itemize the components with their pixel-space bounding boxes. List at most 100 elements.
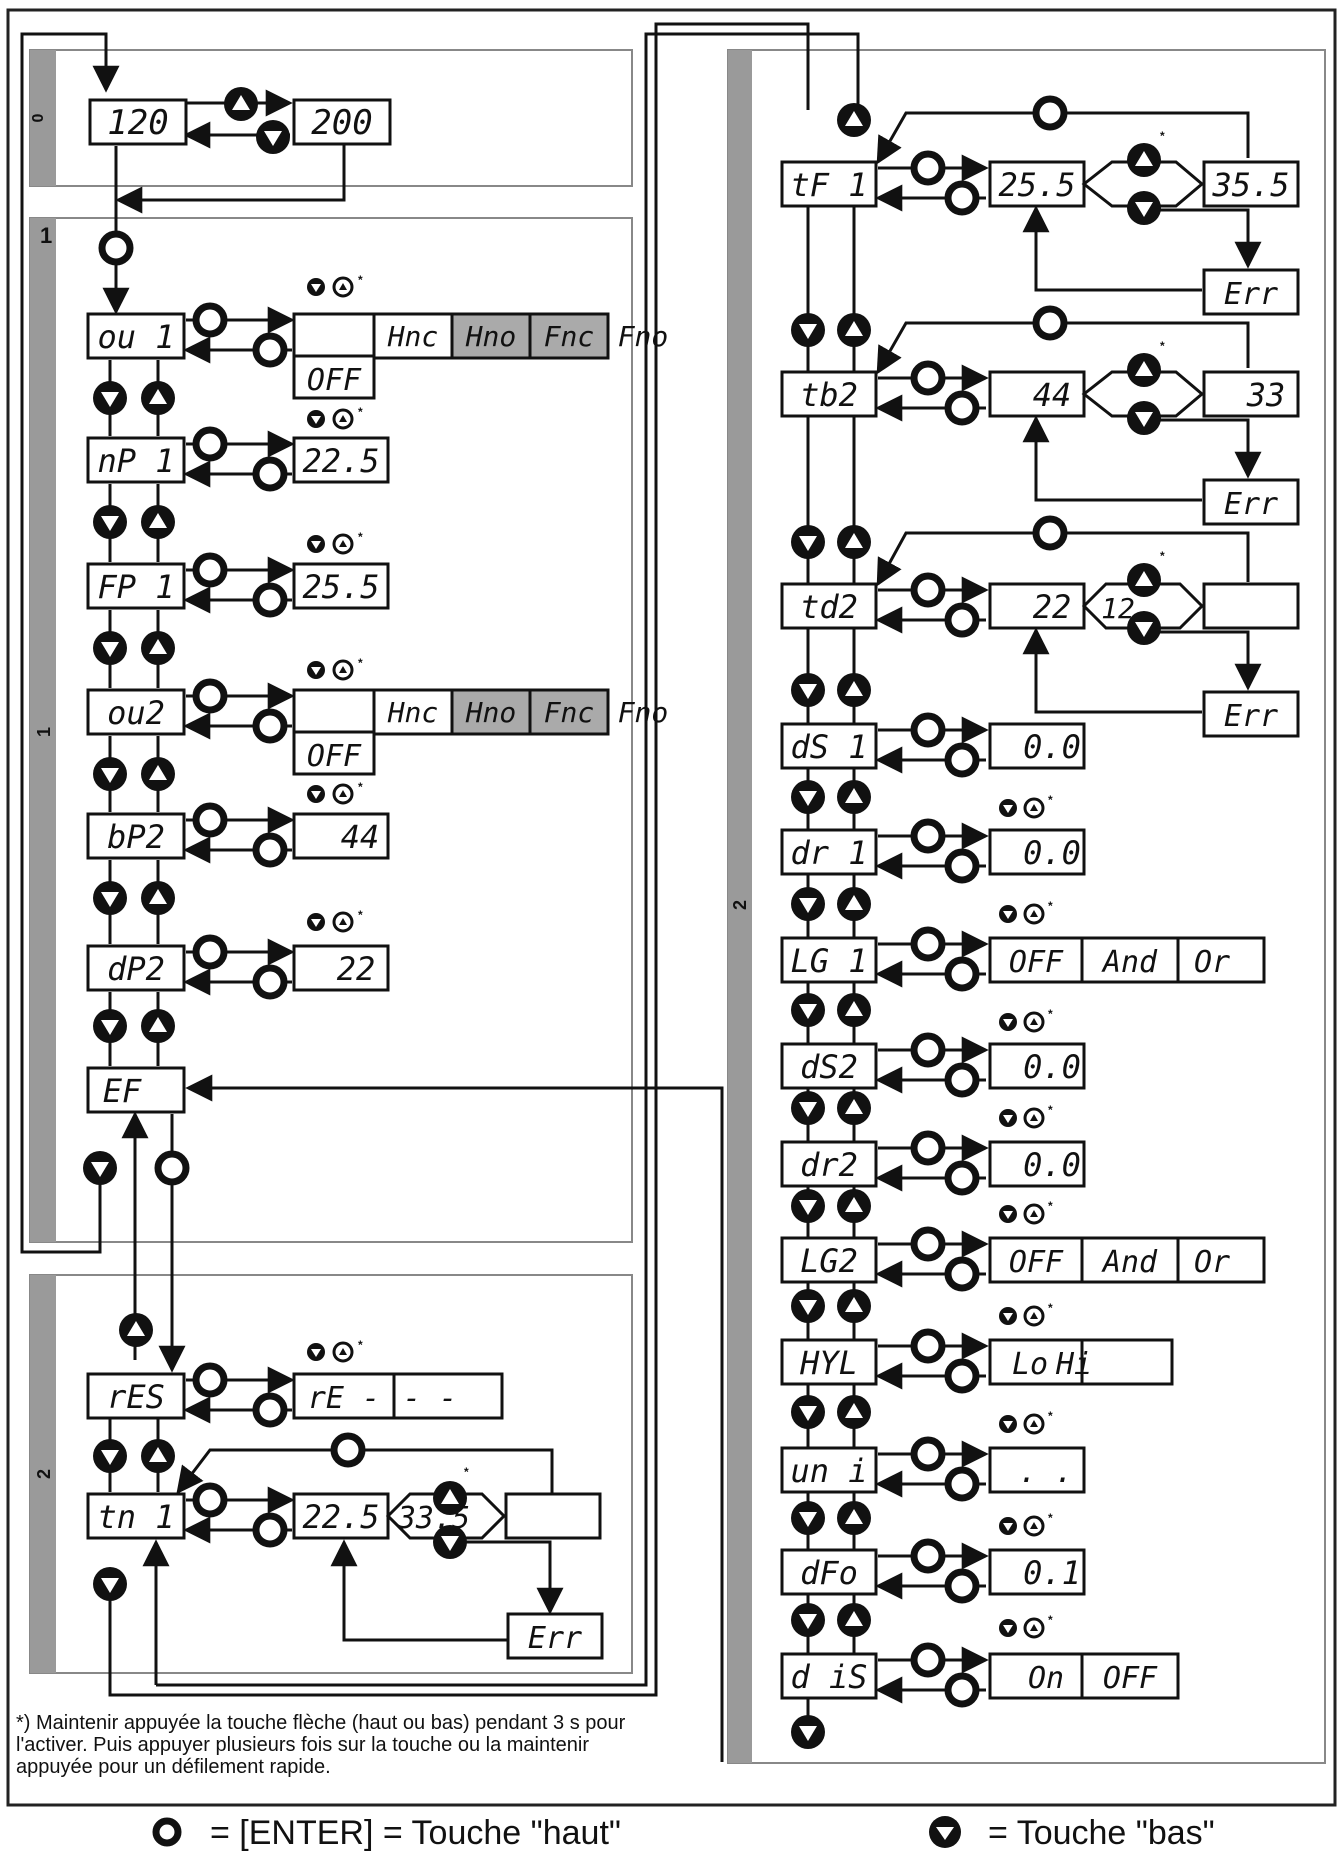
param-ou2[interactable]: [86, 688, 186, 736]
param-np1[interactable]: [86, 436, 186, 484]
ou2-off[interactable]: [292, 730, 376, 776]
dis-off[interactable]: [1080, 1652, 1180, 1700]
svg-text:*: *: [1048, 1103, 1053, 1117]
ou1-opt-fnc[interactable]: [528, 312, 610, 360]
ou1-opt-hnc[interactable]: [372, 312, 454, 360]
param-tb2[interactable]: [780, 370, 878, 418]
tf1-err-text: Err: [1224, 277, 1278, 312]
param-bp2[interactable]: [86, 812, 186, 860]
td2-err[interactable]: [1202, 690, 1300, 738]
param-dis[interactable]: [780, 1652, 878, 1700]
param-bp2-text: bP2: [107, 818, 165, 856]
tb2-err[interactable]: [1202, 478, 1300, 526]
left-flow-lines: [20, 22, 860, 1762]
res-value-2[interactable]: [392, 1372, 504, 1420]
ou2-opt-fnc[interactable]: [528, 688, 610, 736]
bp2-value[interactable]: [292, 812, 390, 860]
param-dfo[interactable]: [780, 1548, 878, 1596]
param-res[interactable]: [86, 1372, 186, 1420]
hyl-lo[interactable]: [988, 1338, 1084, 1386]
bp2-value-text: 44: [341, 818, 380, 856]
dr2-value[interactable]: [988, 1140, 1086, 1188]
tb2-value-1[interactable]: [988, 370, 1086, 418]
dp2-value[interactable]: [292, 944, 390, 992]
param-td2[interactable]: [780, 582, 878, 630]
dp2-value-text: 22: [337, 950, 376, 988]
svg-text:*: *: [358, 908, 363, 922]
param-tn1[interactable]: [86, 1492, 186, 1540]
dr1-value-text: 0.0: [1023, 834, 1081, 872]
lg2-off-text: OFF: [1009, 1245, 1064, 1280]
section-2-right-bar: [728, 50, 752, 1763]
param-ds1-text: dS 1: [790, 728, 867, 766]
ou2-opt-hno[interactable]: [450, 688, 532, 736]
param-uni[interactable]: [780, 1446, 878, 1494]
tf1-err[interactable]: [1202, 268, 1300, 316]
tf1-value-1[interactable]: [988, 160, 1086, 208]
svg-text:*: *: [1048, 1301, 1053, 1315]
outer-frame: [6, 8, 1337, 1807]
lg2-or-text: Or: [1194, 1245, 1230, 1280]
section-2-left-bar: [30, 1275, 56, 1673]
tn1-err[interactable]: [506, 1612, 604, 1660]
svg-text:*: *: [358, 1338, 363, 1352]
tn1-err-text: Err: [528, 1621, 582, 1656]
tf1-value-2-text: 35.5: [1211, 166, 1289, 204]
fp1-value[interactable]: [292, 562, 390, 610]
lg2-off[interactable]: [988, 1236, 1084, 1284]
ou2-opt-hnc-text: Hnc: [387, 696, 439, 729]
lg1-off-text: OFF: [1009, 945, 1064, 980]
tn1-value-1-text: 22.5: [302, 1498, 379, 1536]
display-120-text: 120: [107, 103, 168, 143]
tb2-hex-selector: [1081, 370, 1205, 418]
param-ou1[interactable]: [86, 312, 186, 360]
param-tf1[interactable]: [780, 160, 878, 208]
param-ds1[interactable]: [780, 722, 878, 770]
param-dr2[interactable]: [780, 1140, 878, 1188]
ou2-opt-fnc-text: Fnc: [544, 696, 595, 729]
ou1-opt-hno[interactable]: [450, 312, 532, 360]
res-value-1[interactable]: [292, 1372, 396, 1420]
right-buttons[interactable]: [791, 99, 1161, 1749]
svg-text:*: *: [1048, 1409, 1053, 1423]
uni-value[interactable]: [988, 1446, 1086, 1494]
param-ds2[interactable]: [780, 1042, 878, 1090]
param-hyl[interactable]: [780, 1338, 878, 1386]
display-200[interactable]: [292, 98, 392, 146]
dis-on[interactable]: [988, 1652, 1084, 1700]
svg-text:*: *: [1160, 549, 1165, 563]
lg2-and-text: And: [1101, 1245, 1158, 1280]
lg1-or[interactable]: [1176, 936, 1266, 984]
td2-value-1[interactable]: [988, 582, 1086, 630]
ds2-value[interactable]: [988, 1042, 1086, 1090]
ds1-value[interactable]: [988, 722, 1086, 770]
np1-value[interactable]: [292, 436, 390, 484]
td2-value-3[interactable]: [1202, 582, 1300, 630]
tn1-value-3[interactable]: [504, 1492, 602, 1540]
ou2-off-text: OFF: [307, 739, 362, 774]
hyl-hi[interactable]: [1080, 1338, 1174, 1386]
tb2-value-2[interactable]: [1202, 370, 1300, 418]
td2-hex-selector: [1081, 582, 1205, 630]
param-fp1[interactable]: [86, 562, 186, 610]
svg-text:*: *: [358, 405, 363, 419]
param-ef[interactable]: [86, 1066, 186, 1114]
param-ou2-text: ou2: [107, 694, 165, 732]
param-lg2[interactable]: [780, 1236, 878, 1284]
ou1-off[interactable]: [292, 354, 376, 400]
td2-err-text: Err: [1224, 699, 1278, 734]
param-lg1[interactable]: [780, 936, 878, 984]
display-120[interactable]: [88, 98, 188, 146]
tf1-value-2[interactable]: [1202, 160, 1300, 208]
dis-off-text: OFF: [1103, 1661, 1158, 1696]
dfo-value[interactable]: [988, 1548, 1086, 1596]
param-dp2[interactable]: [86, 944, 186, 992]
lg1-and[interactable]: [1080, 936, 1180, 984]
ou1-opt-hno-text: Hno: [465, 320, 517, 353]
param-hyl-text: HYL: [799, 1344, 858, 1382]
param-dr1[interactable]: [780, 828, 878, 876]
dr1-value[interactable]: [988, 828, 1086, 876]
param-tf1-text: tF 1: [790, 166, 867, 204]
lg2-or[interactable]: [1176, 1236, 1266, 1284]
